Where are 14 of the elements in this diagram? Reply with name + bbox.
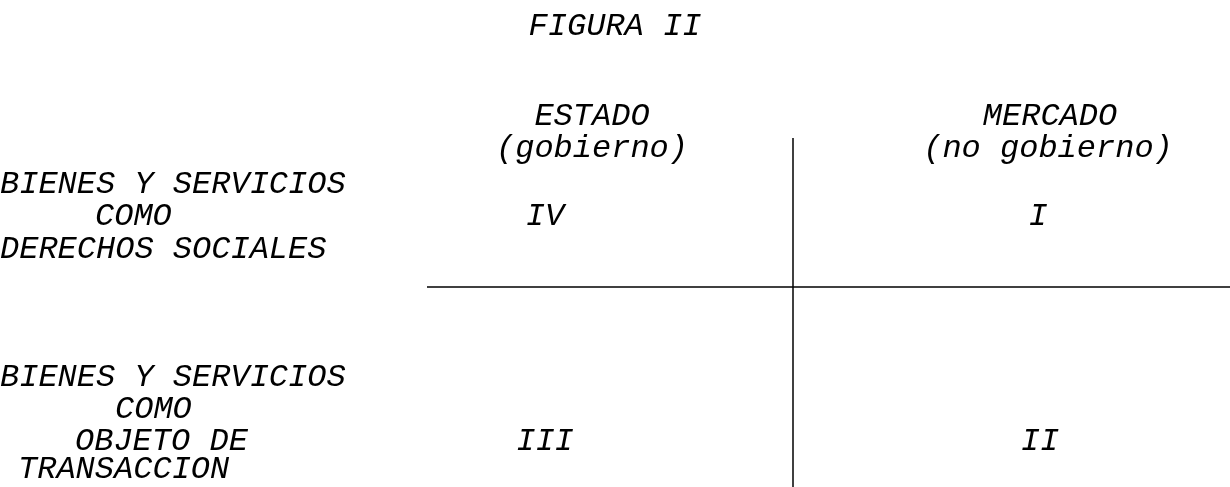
quadrant-numeral: III (516, 426, 574, 458)
quadrant-numeral: II (1020, 426, 1060, 458)
row-header: COMO (115, 394, 192, 426)
row-header: COMO (95, 201, 172, 233)
column-header: (gobierno) (496, 133, 688, 165)
quadrant-numeral: IV (525, 201, 565, 233)
row-header: BIENES Y SERVICIOS (0, 362, 346, 394)
row-header: BIENES Y SERVICIOS (0, 169, 346, 201)
quadrant-numeral: I (1028, 201, 1048, 233)
row-header: DERECHOS SOCIALES (0, 234, 327, 266)
column-header: (no gobierno) (923, 133, 1173, 165)
column-header: MERCADO (982, 101, 1118, 133)
column-header: ESTADO (534, 101, 650, 133)
figure-title: FIGURA II (528, 11, 702, 43)
